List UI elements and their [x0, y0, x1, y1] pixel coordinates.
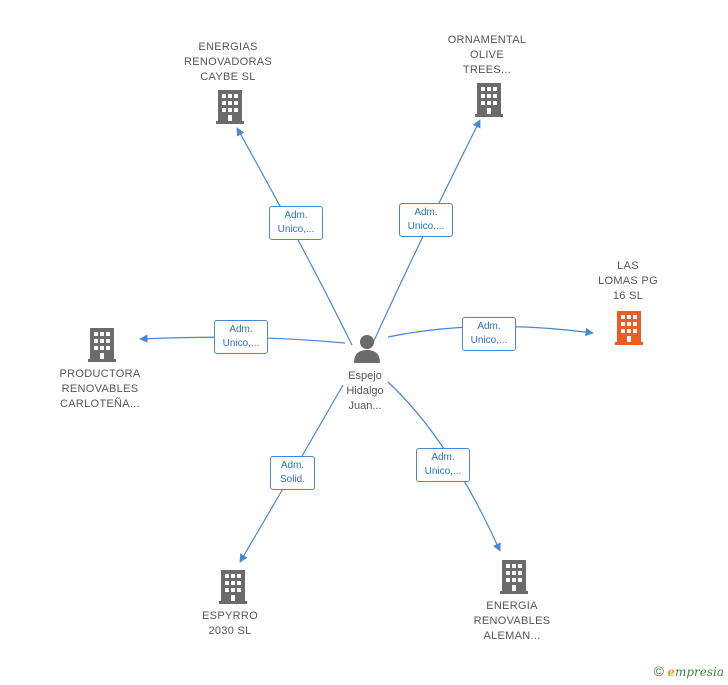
- building-icon[interactable]: [219, 570, 247, 604]
- brand-name: mpresia: [674, 665, 724, 679]
- brand-initial: e: [667, 665, 675, 679]
- building-icon-highlighted[interactable]: [615, 311, 643, 345]
- role-badge-espyrro[interactable]: Adm. Solid.: [270, 456, 315, 490]
- role-badge-ornamental[interactable]: Adm. Unico,...: [399, 203, 453, 237]
- role-badge-energias[interactable]: Adm. Unico,...: [269, 206, 323, 240]
- building-icon[interactable]: [88, 328, 116, 362]
- company-label-ornamental[interactable]: ORNAMENTAL OLIVE TREES...: [447, 34, 527, 76]
- copyright-symbol: ©: [653, 663, 664, 679]
- brand-footer[interactable]: © empresia: [654, 663, 724, 679]
- person-label[interactable]: Espejo Hidalgo Juan...: [346, 370, 384, 412]
- person-icon[interactable]: [352, 333, 382, 363]
- company-label-aleman[interactable]: ENERGIA RENOVABLES ALEMAN...: [473, 600, 551, 642]
- company-label-energias[interactable]: ENERGIAS RENOVADORAS CAYBE SL: [183, 41, 273, 83]
- role-badge-laslomas[interactable]: Adm. Unico,...: [462, 317, 516, 351]
- role-badge-aleman[interactable]: Adm. Unico,...: [416, 448, 470, 482]
- building-icon[interactable]: [500, 560, 528, 594]
- role-badge-productora[interactable]: Adm. Unico,...: [214, 320, 268, 354]
- company-label-laslomas[interactable]: LAS LOMAS PG 16 SL: [598, 260, 658, 302]
- company-label-productora[interactable]: PRODUCTORA RENOVABLES CARLOTEÑA...: [59, 368, 141, 410]
- company-label-espyrro[interactable]: ESPYRRO 2030 SL: [202, 610, 258, 637]
- building-icon[interactable]: [216, 90, 244, 124]
- building-icon[interactable]: [475, 83, 503, 117]
